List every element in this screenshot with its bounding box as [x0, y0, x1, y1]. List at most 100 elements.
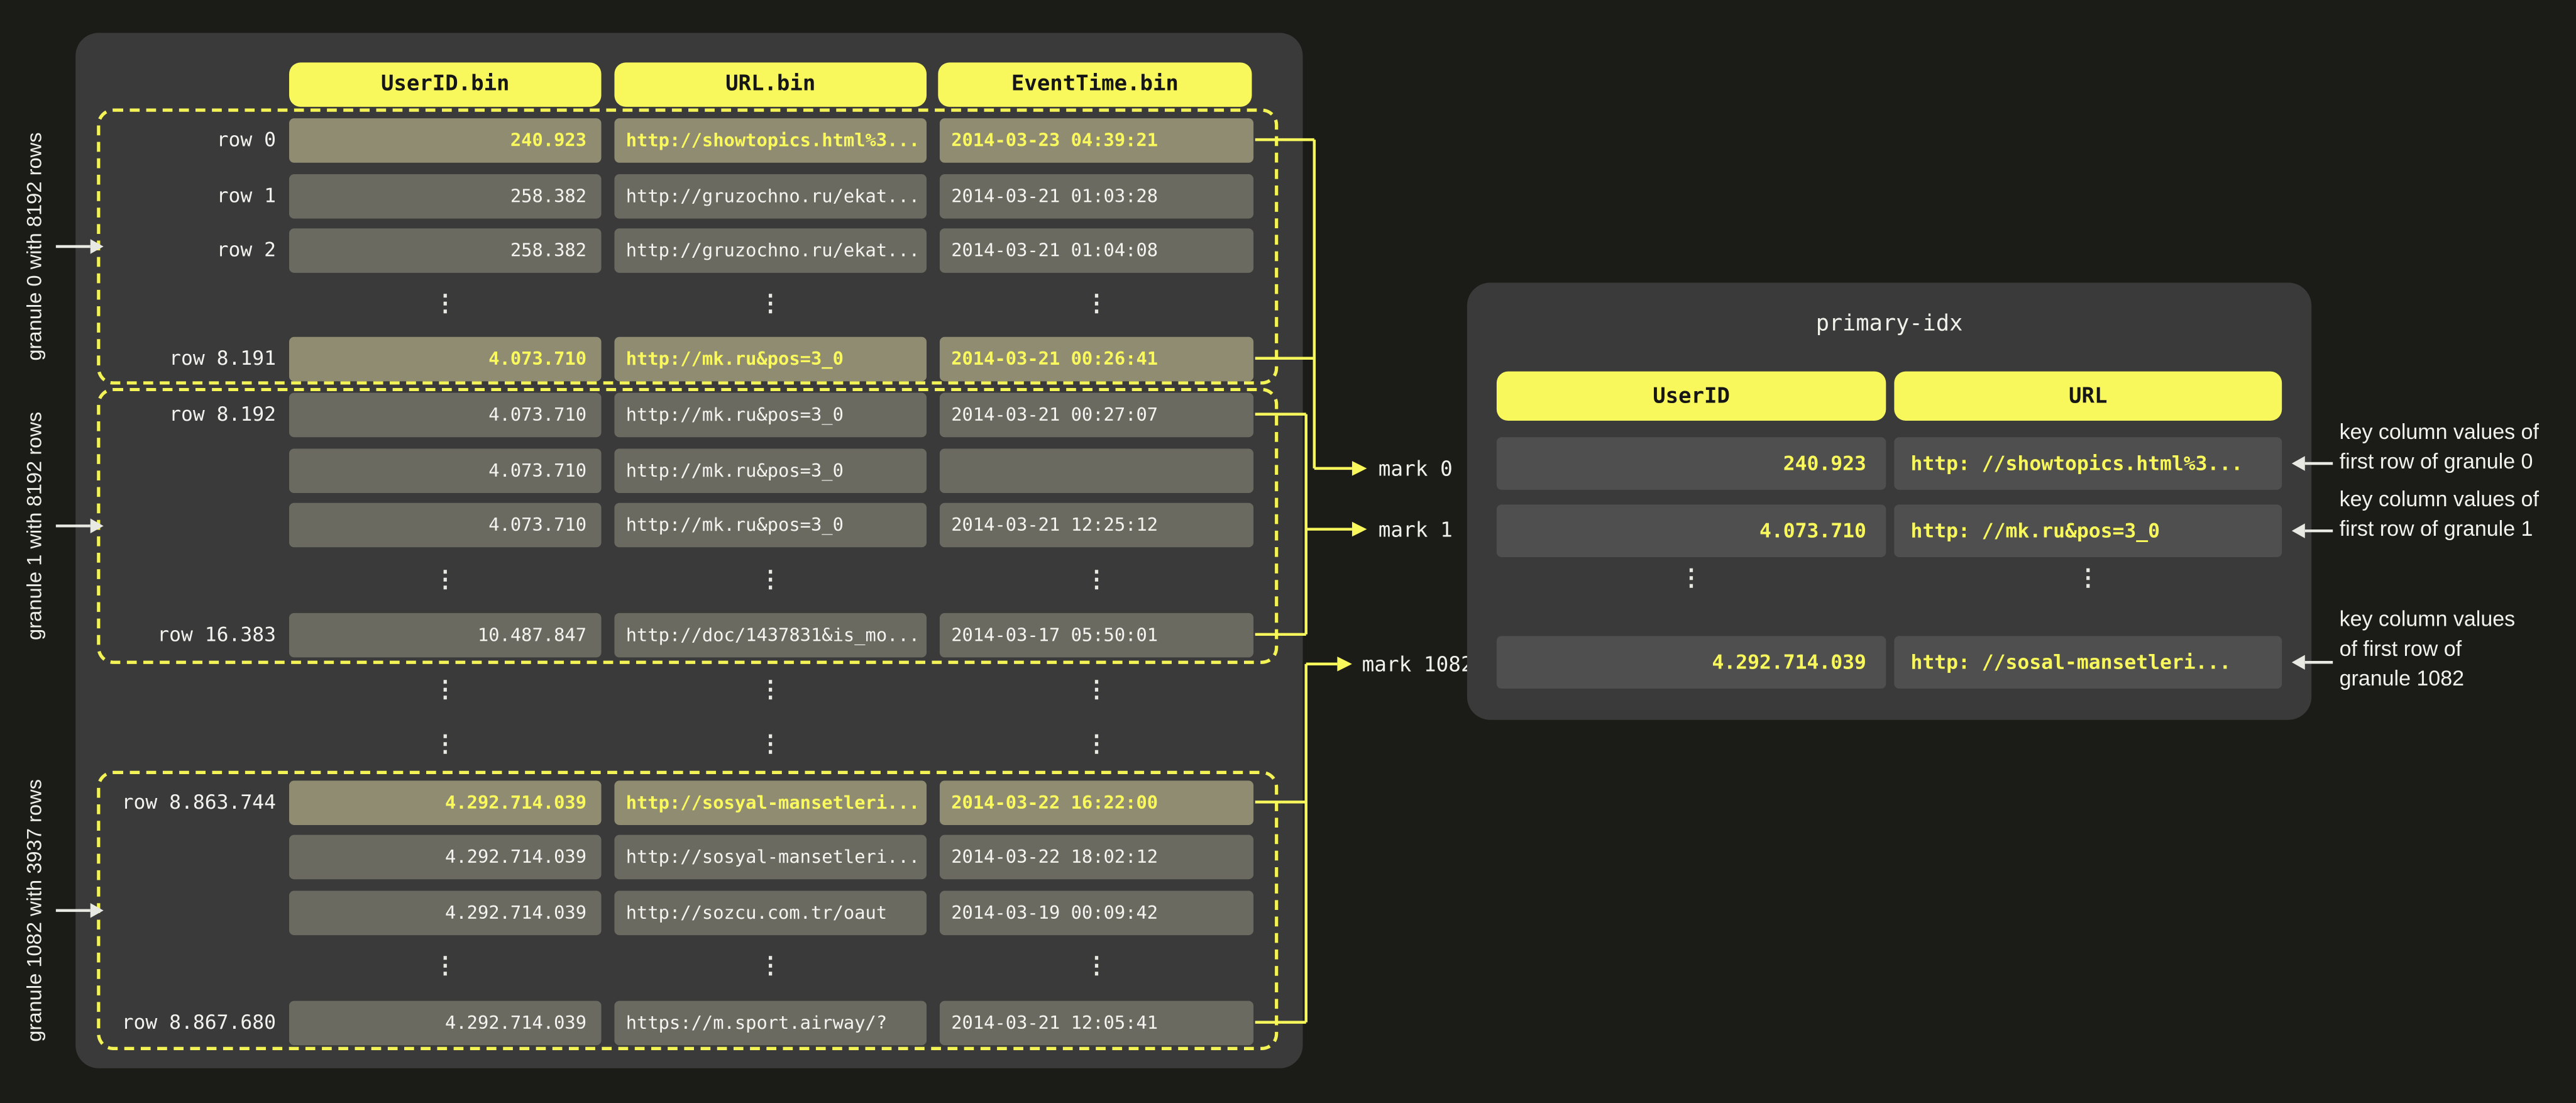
row-label: row 8.191 — [169, 346, 277, 370]
annotation-line: first row of granule 1 — [2339, 516, 2533, 541]
vertical-ellipsis: ⋮ — [433, 731, 457, 758]
url-cell: http://mk.ru&pos=3_0 — [614, 336, 927, 381]
table-row: row 1 258.382 http://gruzochno.ru/ekat..… — [104, 173, 1254, 218]
annotation-line: key column values — [2339, 606, 2516, 631]
url-cell: http://sosyal-mansetleri... — [614, 834, 927, 879]
eventtime-cell: 2014-03-19 00:09:42 — [939, 890, 1254, 934]
userid-cell: 4.073.710 — [289, 502, 602, 546]
eventtime-cell: 2014-03-21 12:25:12 — [939, 502, 1254, 546]
vertical-ellipsis: ⋮ — [759, 567, 783, 594]
row-label: row 8.192 — [169, 402, 277, 426]
index-row: 4.292.714.039 http: //sosal-mansetleri..… — [1496, 636, 2282, 689]
granule-1082-side-label: granule 1082 with 3937 rows — [23, 779, 47, 1042]
url-cell: http://mk.ru&pos=3_0 — [614, 448, 927, 492]
eventtime-cell: 2014-03-23 04:39:21 — [939, 117, 1254, 162]
vertical-ellipsis: ⋮ — [2076, 565, 2100, 592]
mark-1-label: mark 1 — [1378, 516, 1453, 542]
primary-index-panel: primary-idx UserID URL 240.923 http: //s… — [1467, 282, 2312, 720]
userid-cell: 4.073.710 — [289, 392, 602, 436]
row-label — [104, 890, 276, 934]
column-header-label: UserID — [1653, 384, 1730, 409]
userid-cell: 4.292.714.039 — [289, 1000, 602, 1045]
vertical-ellipsis: ⋮ — [759, 731, 783, 758]
vertical-ellipsis: ⋮ — [433, 567, 457, 594]
column-header-label: UserID.bin — [380, 72, 510, 97]
userid-cell: 4.292.714.039 — [289, 780, 602, 824]
annotation-line: granule 1082 — [2339, 665, 2465, 690]
url-cell: http: //showtopics.html%3... — [1894, 437, 2282, 490]
ellipsis-row: ⋮ ⋮ ⋮ — [104, 668, 1253, 712]
table-row: 4.073.710 http://mk.ru&pos=3_0 2014-03-2… — [104, 502, 1254, 546]
eventtime-cell: 2014-03-21 01:03:28 — [939, 173, 1254, 218]
annotation-line: key column values of — [2339, 486, 2539, 511]
row-label — [104, 834, 276, 879]
vertical-ellipsis: ⋮ — [759, 677, 783, 704]
row-label — [104, 282, 276, 326]
userid-cell: 258.382 — [289, 173, 602, 218]
table-row: row 2 258.382 http://gruzochno.ru/ekat..… — [104, 227, 1254, 272]
url-cell: http://gruzochno.ru/ekat... — [614, 227, 927, 272]
userid-cell: 4.073.710 — [289, 336, 602, 381]
granule-0-side-label: granule 0 with 8192 rows — [23, 132, 47, 361]
primary-index-title: primary-idx — [1815, 310, 1963, 337]
table-row: row 8.192 4.073.710 http://mk.ru&pos=3_0… — [104, 392, 1254, 436]
vertical-ellipsis: ⋮ — [433, 677, 457, 704]
vertical-ellipsis: ⋮ — [1085, 731, 1108, 758]
userid-cell: 4.073.710 — [289, 448, 602, 492]
eventtime-cell: 2014-03-21 12:05:41 — [939, 1000, 1254, 1045]
annotation-granule-0: key column values of first row of granul… — [2340, 418, 2539, 477]
mark-0-label: mark 0 — [1378, 456, 1453, 481]
eventtime-cell: 2014-03-21 00:27:07 — [939, 392, 1254, 436]
index-row: 240.923 http: //showtopics.html%3... — [1496, 437, 2282, 490]
row-label: row 1 — [216, 184, 277, 208]
table-row: row 0 240.923 http://showtopics.html%3..… — [104, 117, 1254, 162]
index-column-header-url: URL — [1894, 371, 2282, 421]
vertical-ellipsis: ⋮ — [433, 291, 457, 318]
eventtime-cell: 2014-03-21 01:04:08 — [939, 227, 1254, 272]
row-label: row 8.867.680 — [121, 1011, 277, 1034]
userid-cell: 4.292.714.039 — [1496, 636, 1886, 689]
url-cell: http://sozcu.com.tr/oaut — [614, 890, 927, 934]
table-row: row 8.867.680 4.292.714.039 https://m.sp… — [104, 1000, 1254, 1045]
userid-cell: 4.073.710 — [1496, 504, 1886, 557]
url-cell: http://mk.ru&pos=3_0 — [614, 502, 927, 546]
index-row: 4.073.710 http: //mk.ru&pos=3_0 — [1496, 504, 2282, 557]
vertical-ellipsis: ⋮ — [759, 291, 783, 318]
vertical-ellipsis: ⋮ — [1085, 291, 1108, 318]
column-header-label: URL — [2069, 384, 2108, 409]
url-cell: http: //sosal-mansetleri... — [1894, 636, 2282, 689]
row-label: row 0 — [216, 128, 277, 152]
column-header-label: URL.bin — [725, 72, 816, 97]
vertical-ellipsis: ⋮ — [759, 953, 783, 980]
userid-cell: 240.923 — [289, 117, 602, 162]
row-label — [104, 448, 276, 492]
table-row: row 8.191 4.073.710 http://mk.ru&pos=3_0… — [104, 336, 1254, 381]
url-cell: http://mk.ru&pos=3_0 — [614, 392, 927, 436]
url-cell: http: //mk.ru&pos=3_0 — [1894, 504, 2282, 557]
row-label — [104, 944, 276, 989]
url-cell: http://doc/1437831&is_mo... — [614, 612, 927, 657]
eventtime-cell — [939, 448, 1254, 492]
url-cell: http://showtopics.html%3... — [614, 117, 927, 162]
eventtime-cell: 2014-03-22 16:22:00 — [939, 780, 1254, 824]
vertical-ellipsis: ⋮ — [1085, 953, 1108, 980]
url-cell: https://m.sport.airway/? — [614, 1000, 927, 1045]
table-row: 4.292.714.039 http://sosyal-mansetleri..… — [104, 834, 1254, 879]
column-header-url-bin: URL.bin — [614, 62, 927, 107]
column-header-label: EventTime.bin — [1011, 72, 1179, 97]
userid-cell: 258.382 — [289, 227, 602, 272]
annotation-line: key column values of — [2339, 419, 2539, 444]
column-header-userid-bin: UserID.bin — [289, 62, 602, 107]
row-label: row 8.863.744 — [121, 790, 277, 814]
row-label — [104, 558, 276, 602]
granule-1-side-label: granule 1 with 8192 rows — [23, 411, 47, 640]
userid-cell: 4.292.714.039 — [289, 890, 602, 934]
url-cell: http://sosyal-mansetleri... — [614, 780, 927, 824]
annotation-granule-1: key column values of first row of granul… — [2340, 485, 2539, 544]
eventtime-cell: 2014-03-17 05:50:01 — [939, 612, 1254, 657]
table-row: 4.073.710 http://mk.ru&pos=3_0 — [104, 448, 1254, 492]
vertical-ellipsis: ⋮ — [1680, 565, 1703, 592]
bin-files-panel: UserID.bin URL.bin EventTime.bin row 0 2… — [75, 33, 1303, 1068]
annotation-granule-1082: key column values of first row of granul… — [2340, 605, 2516, 694]
